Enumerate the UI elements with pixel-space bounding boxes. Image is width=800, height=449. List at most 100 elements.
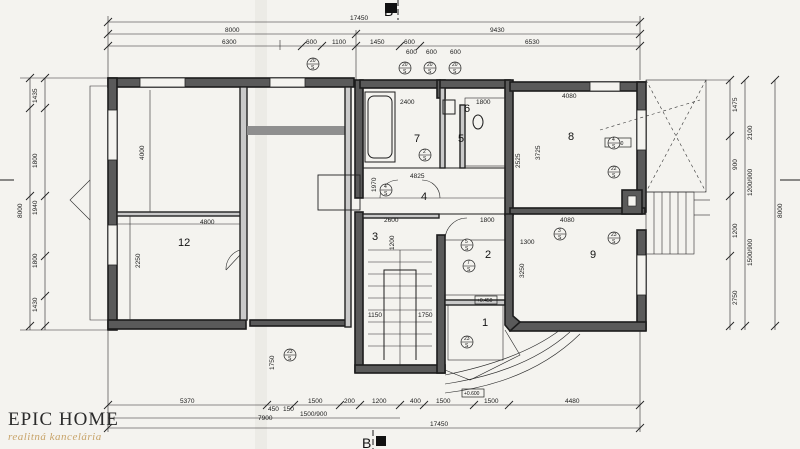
room-number-2: 2 xyxy=(485,249,491,261)
dim-bottom-h: 1500 xyxy=(436,398,451,405)
dim-int-4080: 4080 xyxy=(562,93,577,100)
window-tags: 20S 20S 20S 20S 2S 4S 22S 5S 7S 23S 3S 4… xyxy=(269,57,621,370)
svg-text:S: S xyxy=(612,144,616,150)
dim-right-a: 1475 xyxy=(732,97,739,112)
dim-right-f: 1200 xyxy=(732,223,739,238)
dim-bottom-g: 400 xyxy=(410,398,421,405)
dim-int-2400: 2400 xyxy=(400,99,415,106)
dim-opening-a: 600 xyxy=(406,49,417,56)
dim-bottom-k: 7900 xyxy=(258,415,273,422)
room-number-8: 8 xyxy=(568,131,574,143)
window-tag: 23S xyxy=(607,231,621,245)
brand-name: EPIC HOME xyxy=(8,409,119,430)
dim-top-row3-e: 600 xyxy=(404,39,415,46)
dim-top-row2-b: 9430 xyxy=(490,27,505,34)
section-label-bottom: B xyxy=(362,435,371,449)
svg-text:7: 7 xyxy=(467,260,470,266)
svg-text:S: S xyxy=(453,69,457,75)
right-dimension-chain: 1475 2100 900 1200/900 1500/900 1200 800… xyxy=(725,75,800,331)
dim-top-overall: 17450 xyxy=(350,15,368,22)
dim-right-c: 900 xyxy=(732,159,739,170)
room-number-9: 9 xyxy=(590,249,596,261)
dim-int-1150: 1150 xyxy=(368,312,382,319)
dim-bottom-d: 1500 xyxy=(308,398,323,405)
dim-left-b: 1800 xyxy=(32,153,39,168)
window-tag: 4S xyxy=(607,136,621,150)
dim-int-1970: 1970 xyxy=(371,177,378,192)
dim-bottom-i: 1500 xyxy=(484,398,499,405)
dim-int-4000: 4000 xyxy=(139,145,146,160)
top-dimension-chains: 17450 8000 9430 6300 600 1100 1450 600 6… xyxy=(103,15,645,80)
level-tag-b: +0.450 xyxy=(477,298,493,304)
room-number-1: 1 xyxy=(482,317,488,329)
svg-text:S: S xyxy=(288,356,292,362)
dim-left-d: 8000 xyxy=(17,203,24,218)
window-tag: 23S xyxy=(460,335,474,349)
section-label-top: B' xyxy=(384,3,396,19)
dim-int-4825: 4825 xyxy=(410,173,425,180)
stair-flight xyxy=(368,249,432,365)
svg-text:23: 23 xyxy=(611,232,617,238)
dim-bottom-f: 1200 xyxy=(372,398,387,405)
left-wing: 12 4800 4000 xyxy=(69,77,355,331)
dim-int-3725: 3725 xyxy=(535,145,542,160)
window-tag: 22S xyxy=(607,165,621,179)
dim-right-b: 2100 xyxy=(747,125,754,140)
dim-int-1750b: 1750 xyxy=(269,355,276,370)
bottom-dimension-chains: 5370 450 150 1500 200 1200 400 1500 1500… xyxy=(103,330,645,433)
window-tag: 20S xyxy=(448,61,462,75)
dim-bottom-l: 1500/900 xyxy=(300,411,327,418)
left-dimension-chain: 1435 1800 1940 8000 1800 2250 1430 xyxy=(0,73,142,331)
svg-text:20: 20 xyxy=(427,62,433,68)
svg-text:S: S xyxy=(467,267,471,273)
svg-text:2: 2 xyxy=(423,149,426,155)
dim-int-1800b: 1800 xyxy=(480,217,495,224)
window-tag: 4S xyxy=(379,183,393,197)
svg-text:5: 5 xyxy=(465,239,468,245)
svg-text:S: S xyxy=(612,239,616,245)
dim-opening-b: 600 xyxy=(426,49,437,56)
window-tag: 2S xyxy=(418,148,432,162)
svg-text:20: 20 xyxy=(402,62,408,68)
dim-opening-c: 600 xyxy=(450,49,461,56)
dim-top-row2-a: 8000 xyxy=(225,27,240,34)
svg-text:S: S xyxy=(558,235,562,241)
dim-bottom-e: 200 xyxy=(344,398,355,405)
dim-top-row3-f: 6530 xyxy=(525,39,540,46)
svg-text:S: S xyxy=(465,343,469,349)
dim-top-row3-a: 6300 xyxy=(222,39,237,46)
dim-int-6200: 4800 xyxy=(200,219,215,226)
dim-int-2600b: 2600 xyxy=(384,217,399,224)
dim-right-h: 2750 xyxy=(732,290,739,305)
room-number-6: 6 xyxy=(464,103,470,115)
room-number-7: 7 xyxy=(414,133,420,145)
dim-int-3250: 3250 xyxy=(519,263,526,278)
right-wing: 8 9 4080 4080 3725 3250 1300 xyxy=(444,79,730,394)
level-tag-c: +0.600 xyxy=(464,391,480,397)
dim-top-row3-b: 600 xyxy=(306,39,317,46)
window-tag: 23S xyxy=(283,348,297,362)
svg-text:S: S xyxy=(428,69,432,75)
dim-bottom-a: 5370 xyxy=(180,398,195,405)
dim-right-e: 1500/900 xyxy=(747,239,754,266)
svg-text:4: 4 xyxy=(612,137,615,143)
window-tag: 7S xyxy=(462,259,476,273)
dim-bottom-c: 150 xyxy=(283,406,294,413)
dim-bottom-overall: 17450 xyxy=(430,421,448,428)
dim-int-2525: 2525 xyxy=(515,153,522,168)
window-tag: 20S xyxy=(306,57,320,71)
svg-text:S: S xyxy=(384,191,388,197)
room-number-4: 4 xyxy=(421,191,427,203)
svg-text:S: S xyxy=(423,156,427,162)
svg-text:4: 4 xyxy=(384,184,387,190)
svg-text:S: S xyxy=(311,65,315,71)
window-tag: 5S xyxy=(460,238,474,252)
section-marker-bottom: B xyxy=(362,430,386,449)
svg-text:S: S xyxy=(465,246,469,252)
dim-right-d: 1200/900 xyxy=(747,169,754,196)
dim-left-e: 1800 xyxy=(32,253,39,268)
central-core: 7 6 5 4 3 2 1 2400 1800 4825 1970 1800 2… xyxy=(317,79,522,381)
room-number-3: 3 xyxy=(372,231,378,243)
